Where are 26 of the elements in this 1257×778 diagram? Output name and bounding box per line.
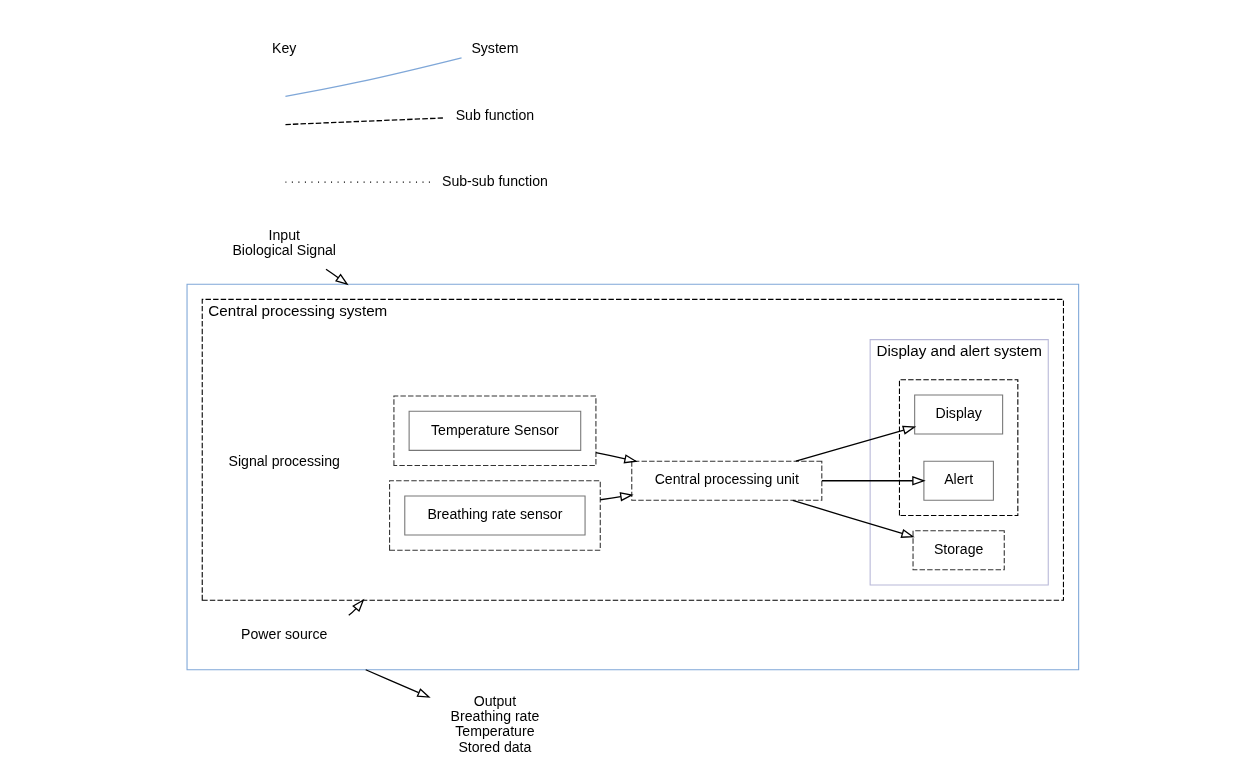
node-box: Storage: [912, 530, 1005, 571]
cluster: [389, 480, 601, 551]
node-text: Input Biological Signal: [232, 227, 336, 259]
node-box: Temperature Sensor: [408, 410, 582, 451]
node-text: Power source: [241, 625, 328, 642]
arrow: [795, 425, 917, 462]
arrow: [821, 476, 926, 486]
node-box: Alert: [923, 460, 994, 501]
legend-label: Sub function: [455, 106, 535, 123]
node-box: Display: [914, 394, 1004, 435]
cluster: [898, 379, 1019, 517]
label: Key: [272, 40, 297, 57]
arrow: [599, 492, 634, 502]
cluster: [186, 283, 1080, 671]
node-box: Breathing rate sensor: [404, 495, 586, 536]
arrow: [792, 499, 915, 538]
legend-label: Sub-sub function: [441, 172, 548, 189]
label: Signal processing: [228, 453, 340, 469]
legend-label: System: [471, 40, 519, 57]
arrow: [595, 451, 638, 464]
arrow: [348, 598, 365, 616]
arrow: [325, 268, 349, 286]
cluster: [393, 395, 597, 467]
node-box: Central processing unit: [631, 460, 823, 501]
node-text: Output Breathing rate Temperature Stored data: [450, 693, 540, 755]
arrow: [365, 669, 431, 698]
